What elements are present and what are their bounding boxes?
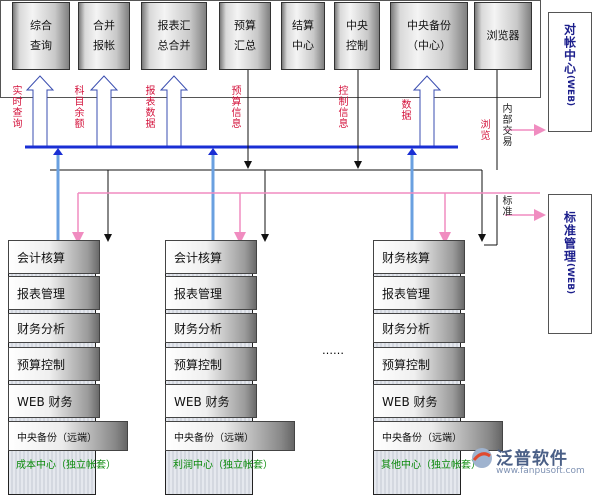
- side-box-subtitle: (WEB): [565, 263, 575, 295]
- flow-label-browse: 浏览: [480, 120, 491, 142]
- flow-label-data: 数据: [401, 100, 412, 122]
- center-cost: 会计核算 报表管理 财务分析 预算控制 WEB 财务 中央备份（远端） 成本中心…: [8, 240, 138, 495]
- module-web-finance[interactable]: WEB 财务: [373, 384, 465, 418]
- hq-module-central-backup[interactable]: 中央备份 （中心）: [390, 2, 468, 70]
- hq-module-report-consolidation[interactable]: 报表汇 总合并: [141, 2, 207, 70]
- module-line: 浏览器: [486, 29, 520, 42]
- module-central-backup-remote[interactable]: 中央备份（远端）: [373, 421, 503, 451]
- side-box-title: 标准管理: [562, 211, 577, 263]
- up-arrow-3: [159, 75, 189, 147]
- module-line: 总合并: [157, 39, 191, 52]
- brand-url: www.fanpusoft.com: [496, 466, 585, 476]
- center-other: 财务核算 报表管理 财务分析 预算控制 WEB 财务 中央备份（远端） 其他中心…: [373, 240, 508, 495]
- module-line: 中央: [346, 19, 368, 32]
- hq-module-browser[interactable]: 浏览器: [474, 2, 532, 70]
- up-arrow-1: [25, 75, 55, 147]
- reconciliation-center-box[interactable]: 对帐中心 (WEB): [548, 12, 592, 132]
- module-line: 合并: [93, 19, 115, 32]
- module-web-finance[interactable]: WEB 财务: [8, 384, 100, 418]
- side-box-subtitle: (WEB): [565, 75, 575, 107]
- hq-module-central-control[interactable]: 中央 控制: [334, 2, 380, 70]
- module-line: 预算: [234, 19, 256, 32]
- brand-watermark: 泛普软件 www.fanpusoft.com: [470, 444, 590, 484]
- more-centers-ellipsis: ……: [322, 344, 344, 357]
- module-report-management[interactable]: 报表管理: [165, 276, 257, 310]
- flow-label-budget-info: 预算信息: [231, 86, 242, 130]
- upward-arrows: [25, 75, 442, 147]
- flow-label-account-balance: 科目余额: [74, 86, 85, 130]
- bus-arrowheads: [53, 148, 417, 155]
- black-distribution: [50, 70, 498, 246]
- center-caption: 其他中心（独立帐套）: [381, 460, 481, 471]
- module-line: 报表汇: [157, 19, 191, 32]
- brand-name: 泛普软件: [496, 449, 568, 469]
- module-accounting[interactable]: 财务核算: [373, 240, 465, 274]
- flow-label-report-data: 报表数据: [145, 86, 156, 130]
- module-report-management[interactable]: 报表管理: [373, 276, 465, 310]
- module-line: 结算: [292, 19, 314, 32]
- module-report-management[interactable]: 报表管理: [8, 276, 100, 310]
- standard-management-box[interactable]: 标准管理 (WEB): [548, 194, 592, 334]
- hq-module-budget-summary[interactable]: 预算 汇总: [219, 2, 271, 70]
- module-budget-control[interactable]: 预算控制: [8, 347, 100, 381]
- hq-module-settlement-center[interactable]: 结算 中心: [281, 2, 325, 70]
- module-financial-analysis[interactable]: 财务分析: [8, 313, 100, 343]
- hq-module-comprehensive-query[interactable]: 综合 查询: [12, 2, 70, 70]
- module-central-backup-remote[interactable]: 中央备份（远端）: [8, 421, 128, 451]
- module-line: （中心）: [407, 39, 451, 52]
- center-caption: 成本中心（独立帐套）: [16, 460, 116, 471]
- module-accounting[interactable]: 会计核算: [8, 240, 100, 274]
- module-budget-control[interactable]: 预算控制: [165, 347, 257, 381]
- module-line: 控制: [346, 39, 368, 52]
- module-line: 报帐: [93, 39, 115, 52]
- module-accounting[interactable]: 会计核算: [165, 240, 257, 274]
- center-profit: 会计核算 报表管理 财务分析 预算控制 WEB 财务 中央备份（远端） 利润中心…: [165, 240, 300, 495]
- module-web-finance[interactable]: WEB 财务: [165, 384, 257, 418]
- module-line: 综合: [30, 19, 52, 32]
- up-arrow-2: [89, 75, 119, 147]
- side-box-title: 对帐中心: [562, 23, 577, 75]
- pink-standard-lines: [72, 124, 546, 244]
- flow-label-realtime-query: 实时查询: [12, 86, 23, 130]
- module-budget-control[interactable]: 预算控制: [373, 347, 465, 381]
- module-line: 中心: [292, 39, 314, 52]
- hq-module-consolidated-accounting[interactable]: 合并 报帐: [78, 2, 130, 70]
- flow-label-standard: 标准: [502, 196, 513, 218]
- module-line: 查询: [30, 39, 52, 52]
- up-arrow-4: [412, 75, 442, 147]
- brand-logo-icon: [472, 448, 492, 468]
- module-central-backup-remote[interactable]: 中央备份（远端）: [165, 421, 295, 451]
- center-caption: 利润中心（独立帐套）: [173, 460, 273, 471]
- flow-label-internal-trade: 内部交易: [502, 104, 513, 148]
- light-blue-flows: [56, 150, 414, 240]
- flow-label-control-info: 控制信息: [338, 86, 349, 130]
- module-financial-analysis[interactable]: 财务分析: [373, 313, 465, 343]
- module-line: 中央备份: [407, 19, 451, 32]
- module-line: 汇总: [234, 39, 256, 52]
- module-financial-analysis[interactable]: 财务分析: [165, 313, 257, 343]
